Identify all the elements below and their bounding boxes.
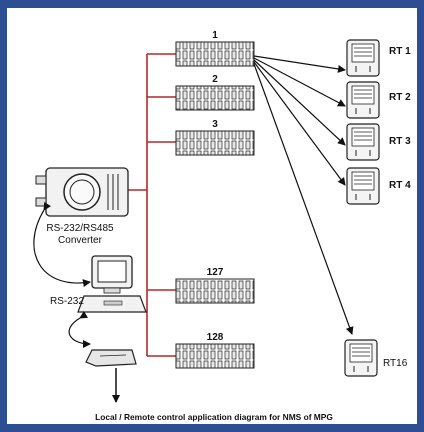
remote-terminal-4-label: RT 4: [389, 180, 411, 191]
rack-unit-1: 1: [175, 30, 255, 67]
rack-unit-127: 127: [175, 267, 255, 304]
converter-pc-link: [33, 201, 91, 288]
converter-device: [35, 167, 129, 217]
bus-lines: [128, 53, 176, 357]
rack-unit-128: 128: [175, 332, 255, 369]
remote-terminal-3-label: RT 3: [389, 136, 411, 147]
rack-unit-2: 2: [175, 74, 255, 111]
pc-computer: [77, 255, 147, 313]
remote-terminal-4: RT 4: [346, 167, 411, 205]
diagram-caption: Local / Remote control application diagr…: [95, 412, 333, 422]
remote-terminal-2-label: RT 2: [389, 92, 411, 103]
remote-terminal-16: RT16: [344, 339, 408, 377]
rack-unit-128-label: 128: [207, 332, 224, 343]
remote-links: [253, 55, 354, 335]
rack-unit-3-label: 3: [212, 119, 218, 130]
remote-terminal-16-label: RT16: [383, 358, 408, 369]
remote-terminal-2: RT 2: [346, 81, 411, 119]
remote-terminal-3: RT 3: [346, 123, 411, 161]
remote-terminal-1-label: RT 1: [389, 46, 411, 57]
modem-device: [85, 349, 137, 367]
rack-unit-127-label: 127: [207, 267, 224, 278]
pc-label: RS-232: [50, 296, 84, 307]
remote-terminal-1: RT 1: [346, 39, 411, 77]
rack-unit-3: 3: [175, 119, 255, 156]
converter-label-line2: Converter: [58, 235, 103, 246]
rack-unit-1-label: 1: [212, 30, 218, 41]
rack-unit-2-label: 2: [212, 74, 218, 85]
pc-modem-link: [68, 310, 91, 348]
converter-label-line1: RS-232/RS485: [46, 223, 114, 234]
